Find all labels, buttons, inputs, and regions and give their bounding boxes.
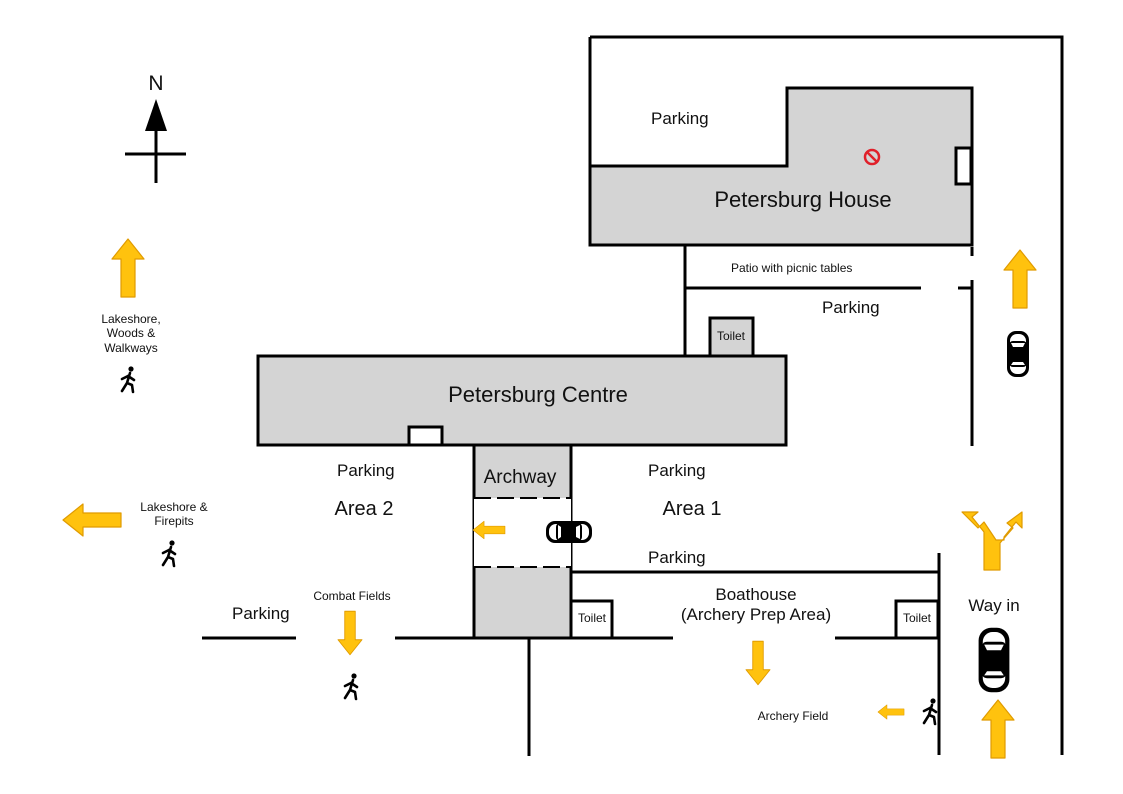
direction-arrow-icon xyxy=(877,704,905,720)
toilet-upper-block xyxy=(708,316,755,358)
direction-arrow-icon xyxy=(111,238,145,298)
boathouse-label: Boathouse (Archery Prep Area) xyxy=(680,585,832,625)
way-in-label: Way in xyxy=(968,596,1020,615)
area1-label: Area 1 xyxy=(662,498,722,520)
pedestrian-icon xyxy=(120,365,136,394)
parking-area2-label: Parking xyxy=(337,461,395,480)
pedestrian-icon xyxy=(343,672,359,701)
combat-fields-label: Combat Fields xyxy=(313,589,391,603)
compass-label: N xyxy=(148,72,164,95)
lakeshore-firepits-label: Lakeshore & Firepits xyxy=(140,500,208,529)
parking-boathouse-label: Parking xyxy=(648,548,706,567)
pedestrian-icon xyxy=(161,539,177,568)
north-arrow-icon xyxy=(125,99,186,183)
area2-label: Area 2 xyxy=(334,498,394,520)
petersburg-house xyxy=(588,86,974,247)
parking-area1-label: Parking xyxy=(648,461,706,480)
car-icon xyxy=(1007,331,1029,377)
lakeshore-woods-label: Lakeshore, Woods & Walkways xyxy=(101,312,161,355)
car-icon xyxy=(978,627,1010,693)
petersburg-centre xyxy=(256,354,788,447)
petersburg-house-label: Petersburg House xyxy=(714,187,892,212)
direction-arrow-icon xyxy=(337,610,363,656)
fork-arrow-icon xyxy=(961,511,1023,571)
pedestrian-icon xyxy=(922,697,938,726)
toilet-boathouse-left-label: Toilet xyxy=(577,611,607,625)
toilet-upper-label: Toilet xyxy=(716,329,746,343)
car-icon xyxy=(546,521,592,543)
archway-label: Archway xyxy=(483,467,557,488)
direction-arrow-icon xyxy=(62,503,122,537)
petersburg-centre-label: Petersburg Centre xyxy=(448,382,628,407)
archery-field-label: Archery Field xyxy=(757,709,829,723)
direction-arrow-icon xyxy=(745,640,771,686)
road-lines xyxy=(202,35,1064,756)
patio-label: Patio with picnic tables xyxy=(731,261,853,275)
parking-patio-label: Parking xyxy=(822,298,880,317)
toilet-boathouse-left-block xyxy=(569,599,614,640)
parking-house-label: Parking xyxy=(651,109,709,128)
direction-arrow-icon xyxy=(1003,249,1037,309)
no-entry-icon xyxy=(863,148,881,166)
direction-arrow-icon xyxy=(981,699,1015,759)
toilet-boathouse-right-label: Toilet xyxy=(902,611,932,625)
toilet-boathouse-right-block xyxy=(894,599,940,640)
parking-west-label: Parking xyxy=(232,604,290,623)
